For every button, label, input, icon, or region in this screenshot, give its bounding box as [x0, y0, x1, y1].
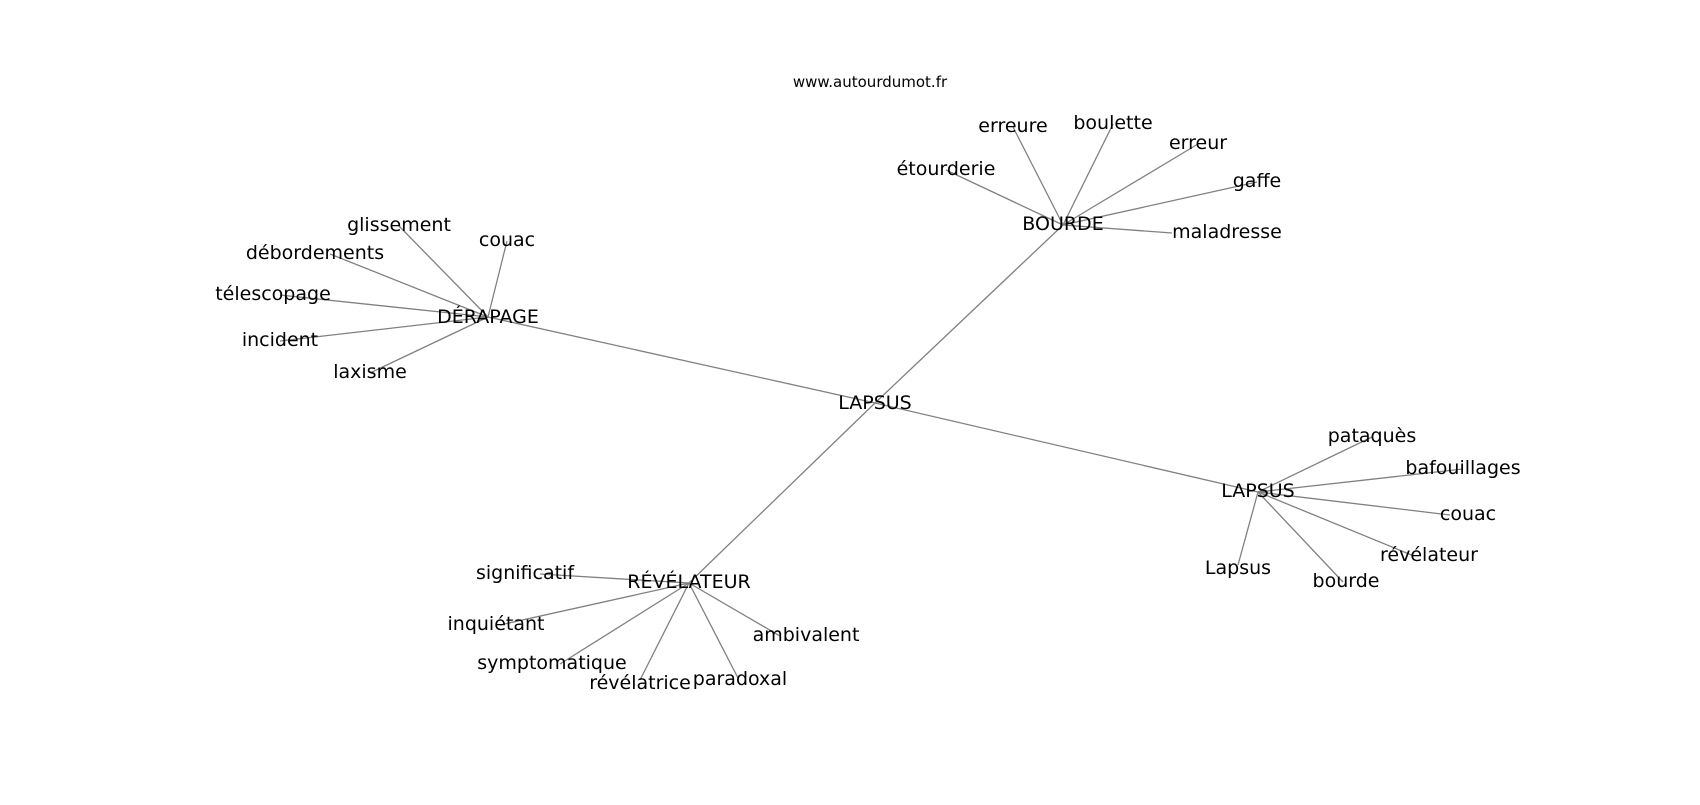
edge-h-lapsus-w-lapsus [1237, 491, 1259, 566]
node-label-w-revelatrice: révélatrice [589, 672, 691, 694]
edge-h-lapsus-w-pataques [1257, 436, 1373, 493]
edge-center-h-bourde [874, 224, 1064, 404]
node-label-h-revelateur: RÉVÉLATEUR [627, 570, 750, 593]
edge-h-revelateur-w-inquietant [499, 582, 690, 626]
edge-h-lapsus-w-couac2 [1257, 491, 1451, 516]
edge-h-bourde-w-erreur [1062, 143, 1199, 226]
edge-h-bourde-w-boulette [1062, 123, 1114, 226]
node-label-w-laxisme: laxisme [333, 361, 407, 383]
edge-h-bourde-w-etourderie [945, 169, 1064, 226]
edge-h-derapage-w-glissement [398, 225, 489, 318]
edge-h-revelateur-w-revelatrice [639, 582, 690, 681]
node-label-w-couac2: couac [1440, 503, 1496, 525]
node-label-w-gaffe: gaffe [1233, 170, 1281, 192]
edge-h-lapsus-w-bourde [1257, 491, 1344, 583]
edge-h-bourde-w-gaffe [1062, 181, 1258, 226]
edge-h-revelateur-w-symptomatique [559, 582, 690, 665]
node-label-w-incident: incident [242, 329, 318, 351]
node-label-w-glissement: glissement [347, 214, 451, 236]
node-label-w-erreur: erreur [1169, 132, 1227, 154]
edge-h-derapage-w-incident [279, 316, 489, 342]
edge-h-lapsus-w-bafouillages [1257, 468, 1464, 493]
node-label-w-paradoxal: paradoxal [693, 668, 787, 690]
node-label-w-couac1: couac [479, 229, 535, 251]
node-label-w-erreure: erreure [978, 115, 1047, 137]
node-label-w-lapsus: Lapsus [1205, 557, 1271, 579]
labels-layer: LAPSUS BOURDE DÉRAPAGE LAPSUS RÉVÉLATEUR erre… [215, 112, 1520, 694]
site-url: www.autourdumot.fr [793, 73, 948, 91]
edge-h-derapage-w-couac1 [487, 240, 508, 318]
node-label-w-maladresse: maladresse [1172, 221, 1282, 243]
node-label-w-inquietant: inquiétant [448, 613, 545, 635]
edge-h-bourde-w-erreure [1012, 126, 1064, 226]
node-label-w-telescopage: télescopage [215, 283, 331, 305]
edge-h-lapsus-w-revelateur [1257, 491, 1415, 557]
edges-layer [279, 123, 1464, 681]
edge-center-h-derapage [487, 316, 876, 404]
node-label-h-bourde: BOURDE [1022, 213, 1103, 235]
node-label-w-significatif: significatif [476, 562, 575, 584]
edge-h-derapage-w-laxisme [369, 316, 489, 374]
node-label-h-lapsus: LAPSUS [1221, 480, 1295, 502]
node-label-h-derapage: DÉRAPAGE [437, 305, 539, 328]
edge-h-derapage-w-telescopage [279, 294, 489, 318]
node-label-w-ambivalent: ambivalent [753, 624, 860, 646]
edge-h-revelateur-w-ambivalent [688, 582, 781, 637]
node-label-w-revelateur: révélateur [1380, 544, 1478, 566]
node-label-w-pataques: pataquès [1328, 425, 1417, 447]
node-label-w-symptomatique: symptomatique [477, 652, 626, 674]
edge-center-h-revelateur [688, 402, 876, 584]
edge-h-revelateur-w-paradoxal [688, 582, 739, 679]
edge-h-revelateur-w-significatif [539, 573, 690, 584]
node-label-w-bourde: bourde [1313, 570, 1380, 592]
node-label-center: LAPSUS [838, 392, 912, 414]
node-label-w-boulette: boulette [1073, 112, 1152, 134]
node-label-w-etourderie: étourderie [897, 158, 996, 180]
node-label-w-debordements: débordements [246, 242, 384, 264]
edge-center-h-lapsus [874, 402, 1259, 493]
node-label-w-bafouillages: bafouillages [1405, 457, 1520, 479]
edge-h-bourde-w-maladresse [1062, 224, 1173, 234]
edge-h-derapage-w-debordements [329, 253, 489, 318]
